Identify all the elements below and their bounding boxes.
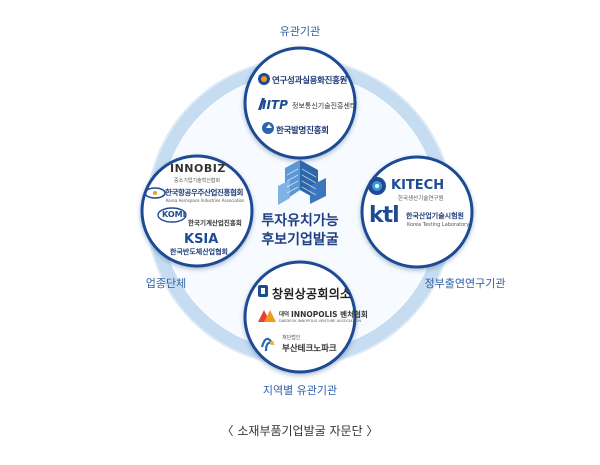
- org-komi-mark: KOMI: [162, 210, 186, 219]
- center-title-line2: 후보기업발굴: [261, 232, 339, 248]
- org-kitech: 한국생산기술연구원: [398, 196, 444, 202]
- org-innopolis-en: DAEDEOK INNOPOLIS VENTURE ASSOCIATION: [279, 319, 362, 323]
- kitech-logo-icon: [368, 177, 386, 195]
- org-innopolis: INNOPOLIS 벤처협회: [291, 310, 368, 319]
- org-ktl-en: Korea Testing Laboratory: [407, 222, 470, 228]
- innopolis-logo-icon: [258, 310, 276, 322]
- org-busan-tp: 부산테크노파크: [282, 344, 337, 354]
- group-label-bottom: 지역별 유관기관: [262, 384, 338, 397]
- kiat-logo-icon: [258, 73, 270, 85]
- org-aerospace-en: Korea Aerospace Industries Association: [166, 198, 245, 203]
- org-ktl: 한국산업기술시험원: [406, 212, 464, 220]
- org-ktl-mark: ktl: [369, 203, 400, 228]
- center-title: 투자유치가능 후보기업발굴: [248, 212, 352, 250]
- org-kiat: 연구성과실용화진흥원: [272, 76, 348, 86]
- org-ksia-mark: KSIA: [184, 232, 219, 247]
- org-iitp: 정보통신기술진흥센터: [292, 102, 357, 110]
- iitp-logo-icon: [258, 98, 265, 110]
- diagram-caption: 〈 소재부품기업발굴 자문단 〉: [221, 424, 379, 438]
- aerospace-logo-icon: [144, 187, 166, 199]
- org-innobiz-sub: 중소기업기술혁신협회: [174, 178, 221, 184]
- right-circle: [360, 155, 474, 269]
- building-icon: [278, 160, 326, 205]
- org-changwon: 창원상공회의소: [272, 287, 352, 301]
- left-circle: [140, 154, 254, 268]
- iitp-logo-text: IITP: [262, 98, 288, 112]
- org-busan-tp-sub: 재단법인: [282, 335, 301, 341]
- group-label-right: 정부출연연구기관: [424, 277, 506, 290]
- center-title-line1: 투자유치가능: [261, 213, 339, 229]
- org-kipa: 한국발명진흥회: [276, 126, 329, 136]
- org-innobiz: INNOBIZ: [170, 162, 226, 175]
- group-label-top: 유관기관: [279, 25, 321, 38]
- busan-tp-logo-icon: [260, 337, 275, 352]
- chamber-logo-icon: [258, 285, 268, 297]
- group-label-left: 업종단체: [145, 277, 187, 290]
- komi-logo-icon: [157, 207, 187, 223]
- inner-disc: [162, 74, 438, 350]
- org-komi: 한국기계산업진흥회: [188, 219, 242, 227]
- org-aerospace: 한국항공우주산업진흥협회: [165, 188, 243, 197]
- org-kitech-mark: KITECH: [391, 178, 445, 193]
- org-daedeok-mark: 대덕: [279, 312, 290, 318]
- org-ksia: 한국반도체산업협회: [170, 248, 228, 256]
- kipa-logo-icon: [262, 122, 274, 134]
